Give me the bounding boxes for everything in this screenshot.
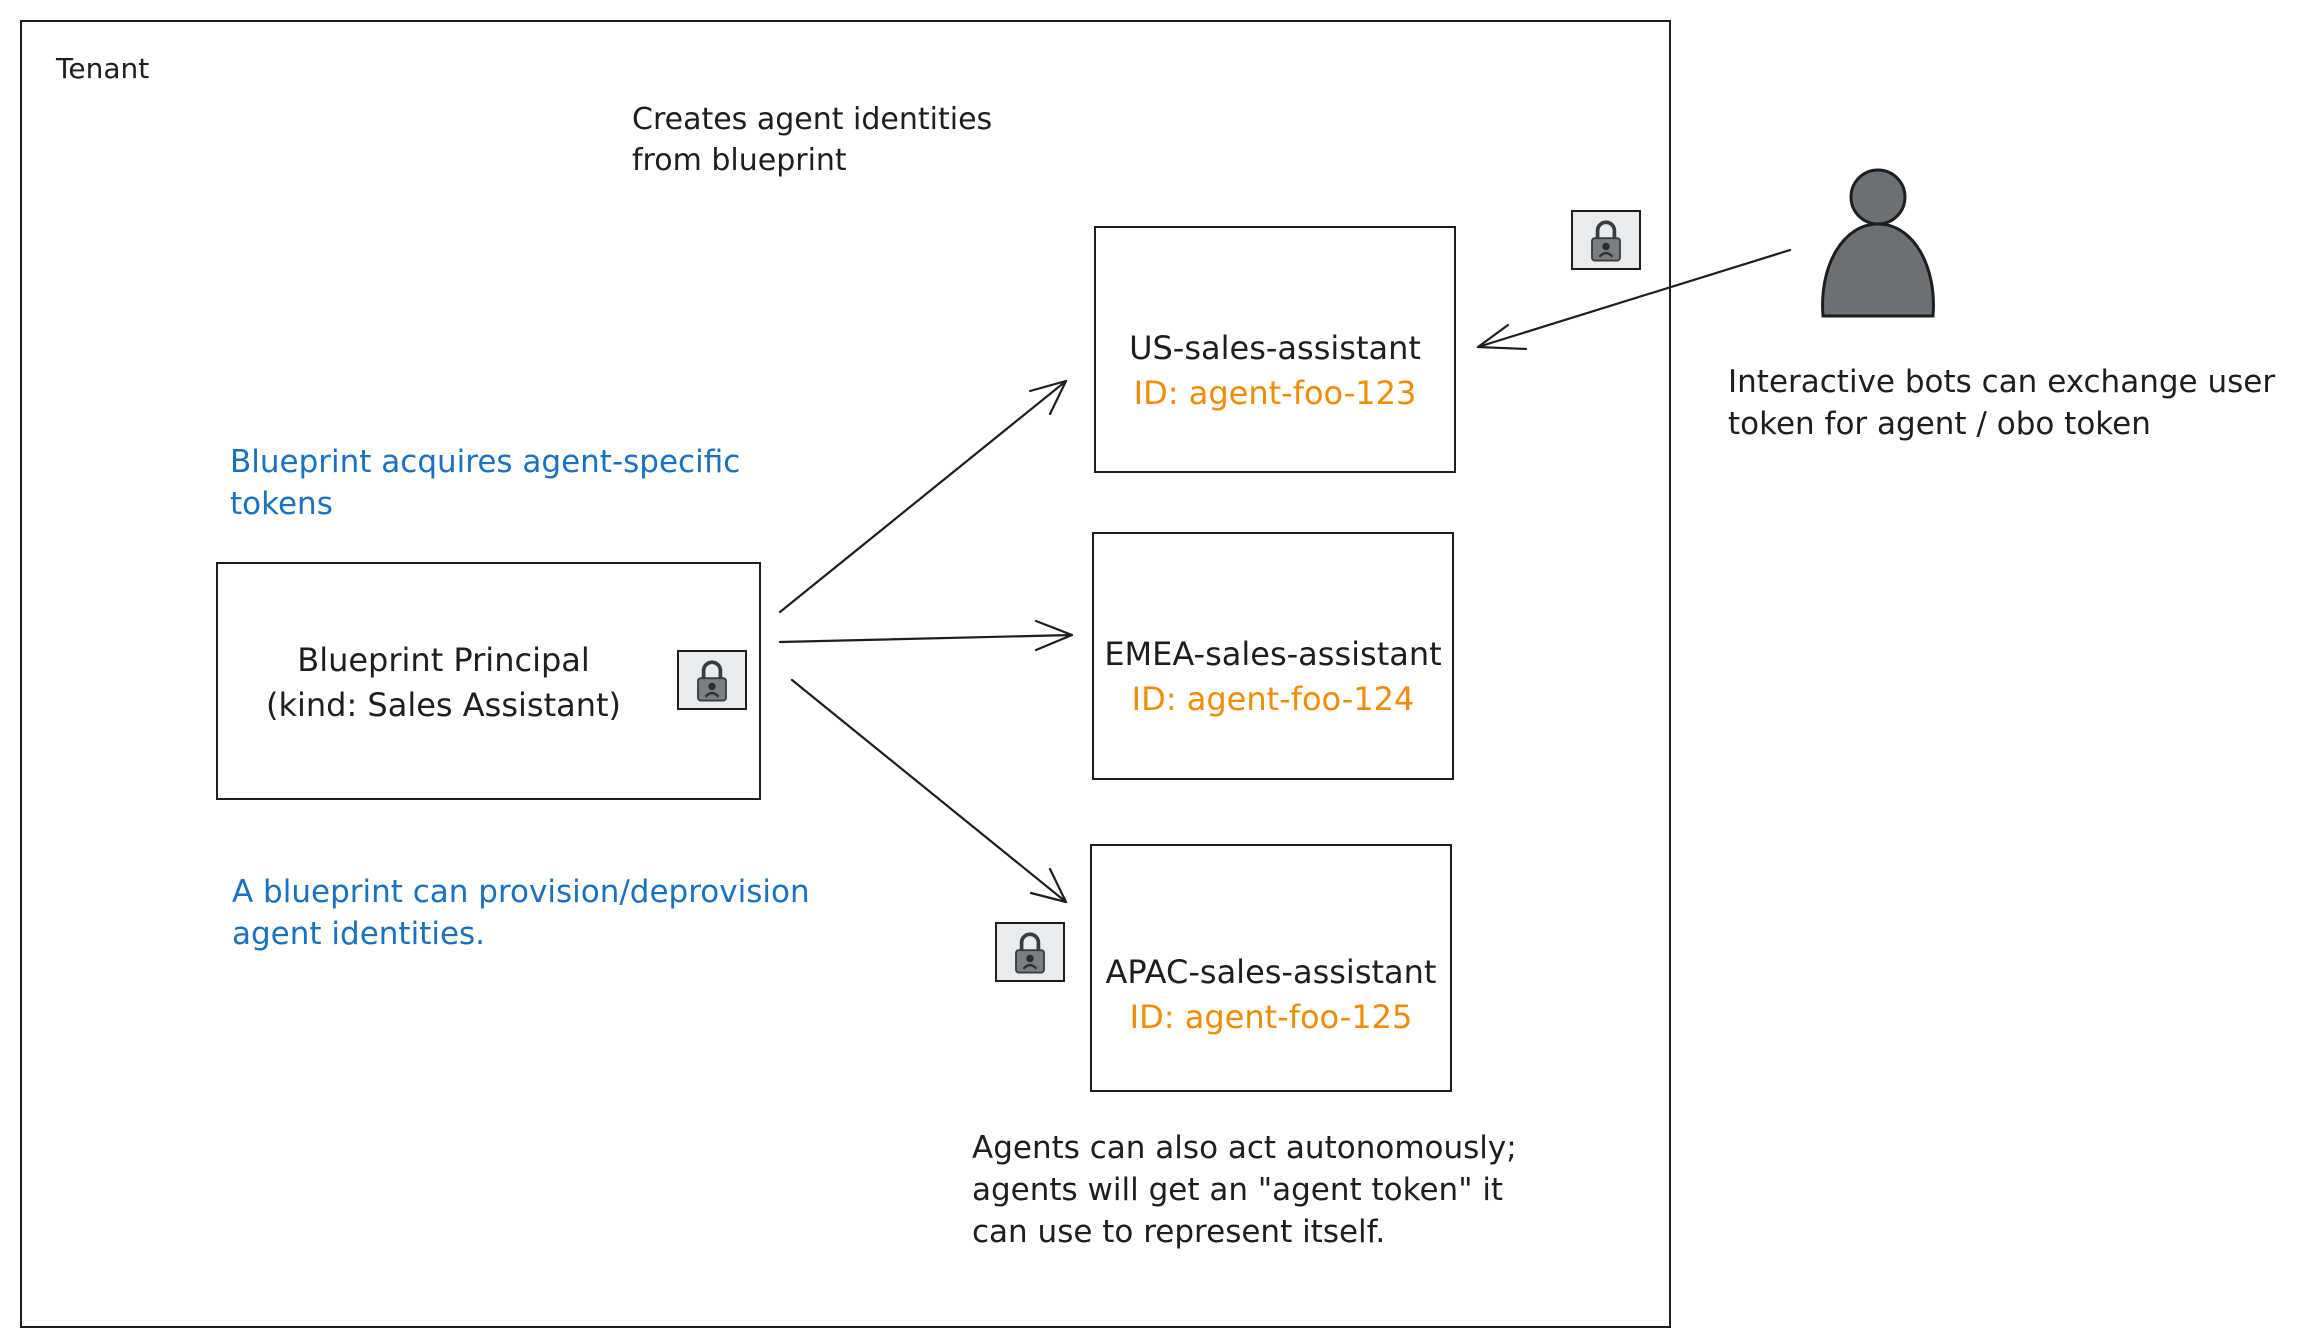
lock-icon [1571, 210, 1641, 270]
note-creates-line1: Creates agent identities [632, 102, 993, 137]
note-acquires-line1: Blueprint acquires agent-specific [230, 444, 741, 480]
note-autonomous-line3: can use to represent itself. [972, 1213, 1386, 1250]
note-autonomous-line2: agents will get an "agent token" it [972, 1171, 1504, 1208]
agent-name: US-sales-assistant [1129, 329, 1421, 367]
note-blueprint-acquires: Blueprint acquires agent-specific tokens [230, 442, 740, 526]
lock-icon [677, 650, 747, 710]
agent-name: EMEA-sales-assistant [1104, 635, 1442, 673]
agent-text-emea: EMEA-sales-assistant ID: agent-foo-124 [1094, 632, 1452, 722]
agent-box-apac: APAC-sales-assistant ID: agent-foo-125 [1090, 844, 1452, 1092]
blueprint-name: Blueprint Principal [297, 641, 590, 679]
agent-box-emea: EMEA-sales-assistant ID: agent-foo-124 [1092, 532, 1454, 780]
agent-id: ID: agent-foo-124 [1131, 679, 1415, 718]
note-interactive: Interactive bots can exchange user token… [1728, 362, 2275, 446]
note-creates-identities: Creates agent identities from blueprint [632, 100, 992, 181]
agent-id: ID: agent-foo-125 [1129, 997, 1413, 1036]
lock-icon [995, 922, 1065, 982]
note-creates-line2: from blueprint [632, 142, 847, 178]
note-autonomous: Agents can also act autonomously; agents… [972, 1128, 1517, 1254]
agent-name: APAC-sales-assistant [1105, 953, 1437, 991]
agent-text-us: US-sales-assistant ID: agent-foo-123 [1096, 326, 1454, 416]
note-interactive-line2: token for agent / obo token [1728, 405, 2151, 442]
agent-box-us: US-sales-assistant ID: agent-foo-123 [1094, 226, 1456, 473]
blueprint-principal-text: Blueprint Principal (kind: Sales Assista… [218, 638, 669, 728]
note-provision-line1: A blueprint can provision/deprovision [232, 874, 810, 910]
note-acquires-line2: tokens [230, 485, 333, 522]
blueprint-principal-box: Blueprint Principal (kind: Sales Assista… [216, 562, 761, 800]
note-provision: A blueprint can provision/deprovision ag… [232, 872, 810, 956]
user-icon [1815, 166, 1941, 322]
agent-text-apac: APAC-sales-assistant ID: agent-foo-125 [1092, 950, 1450, 1040]
blueprint-kind: (kind: Sales Assistant) [265, 685, 622, 724]
agent-id: ID: agent-foo-123 [1133, 373, 1417, 412]
note-interactive-line1: Interactive bots can exchange user [1728, 364, 2276, 400]
tenant-container [20, 20, 1671, 1328]
note-provision-line2: agent identities. [232, 915, 486, 952]
note-autonomous-line1: Agents can also act autonomously; [972, 1130, 1517, 1166]
tenant-label: Tenant [56, 52, 150, 85]
